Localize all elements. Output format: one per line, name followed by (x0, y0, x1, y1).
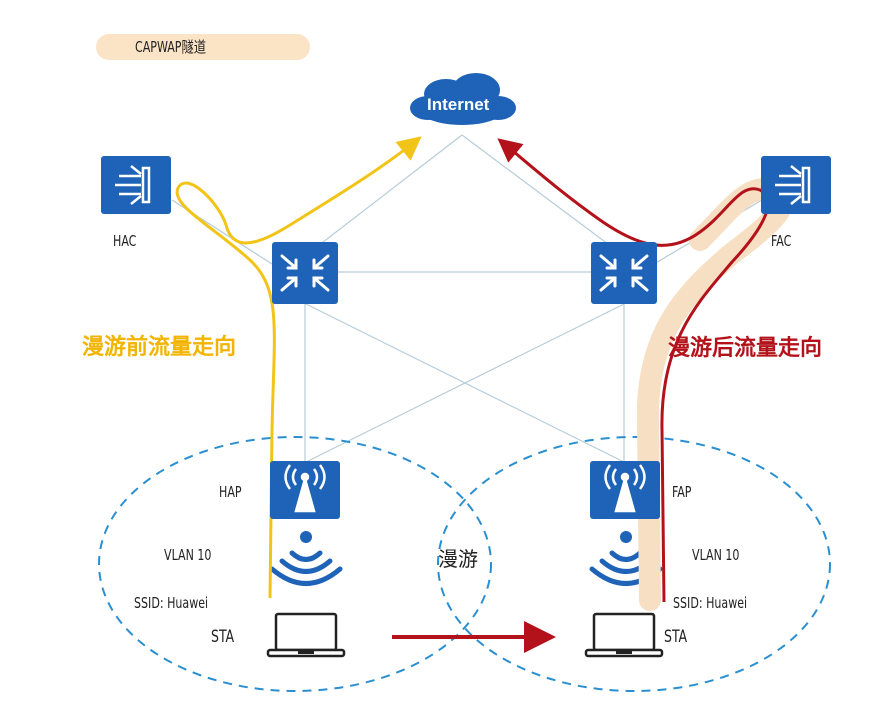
fap-access-point-icon (590, 461, 660, 519)
home-wifi-icon (269, 531, 343, 586)
flow-after-label: 漫游后流量走向 (668, 335, 823, 360)
flow-before-path (175, 136, 422, 599)
capwap-tunnel-highlight (636, 178, 794, 611)
fap-label: FAP (672, 483, 692, 501)
foreign-ssid-label: SSID: Huawei (673, 594, 748, 612)
home-laptop-icon (266, 612, 346, 658)
foreign-laptop-icon (584, 612, 664, 658)
home-vlan-label: VLAN 10 (164, 546, 212, 564)
capwap-tunnel-label: CAPWAP隧道 (135, 38, 207, 56)
hac-controller-icon (101, 156, 171, 214)
foreign-vlan-label: VLAN 10 (692, 546, 740, 564)
flow-after-path (497, 138, 770, 603)
home-sta-label: STA (211, 627, 235, 647)
fac-label: FAC (771, 232, 792, 250)
flow-before-label: 漫游前流量走向 (82, 334, 237, 359)
internet-label: Internet (427, 95, 490, 114)
foreign-switch-icon (591, 242, 657, 304)
home-ssid-label: SSID: Huawei (134, 594, 209, 612)
hac-label: HAC (113, 232, 137, 250)
foreign-sta-label: STA (664, 627, 688, 647)
fac-controller-icon (761, 156, 831, 214)
internet-cloud-icon (410, 73, 516, 125)
hap-label: HAP (219, 483, 242, 501)
roam-label: 漫游 (438, 549, 478, 571)
home-coverage-cell (98, 436, 492, 692)
capwap-tunnel-badge (96, 34, 310, 60)
foreign-coverage-cell (437, 436, 831, 692)
hap-access-point-icon (270, 461, 340, 519)
home-switch-icon (272, 242, 338, 304)
